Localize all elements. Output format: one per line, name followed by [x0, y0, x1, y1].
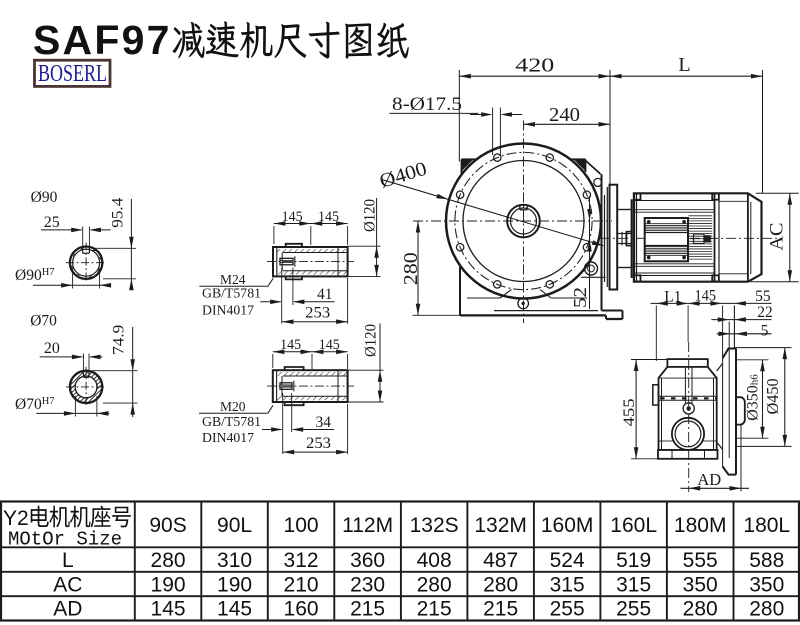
- svg-text:180L: 180L: [743, 514, 790, 537]
- svg-text:180M: 180M: [674, 514, 727, 537]
- svg-text:310: 310: [217, 549, 252, 572]
- svg-text:555: 555: [683, 549, 718, 572]
- svg-text:519: 519: [616, 549, 651, 572]
- svg-text:588: 588: [749, 549, 784, 572]
- svg-text:AD: AD: [53, 598, 82, 621]
- svg-text:52: 52: [570, 287, 590, 308]
- svg-text:90S: 90S: [149, 514, 186, 537]
- svg-text:L: L: [62, 549, 74, 572]
- svg-text:190: 190: [151, 574, 186, 597]
- svg-text:25: 25: [44, 214, 60, 231]
- svg-text:Ø120: Ø120: [363, 324, 380, 357]
- svg-text:160L: 160L: [610, 514, 657, 537]
- svg-text:420: 420: [515, 55, 554, 77]
- svg-text:90L: 90L: [217, 514, 252, 537]
- svg-text:GB/T5781: GB/T5781: [202, 414, 261, 429]
- svg-text:350: 350: [683, 574, 718, 597]
- svg-text:M24: M24: [220, 272, 246, 287]
- svg-text:Ø350h6: Ø350h6: [745, 374, 762, 421]
- svg-text:280: 280: [151, 549, 186, 572]
- svg-text:215: 215: [350, 598, 385, 621]
- svg-text:255: 255: [550, 598, 585, 621]
- svg-text:312: 312: [284, 549, 319, 572]
- svg-text:55: 55: [755, 288, 771, 305]
- svg-text:145: 145: [318, 209, 339, 225]
- svg-text:AD: AD: [697, 470, 721, 489]
- svg-text:455: 455: [621, 398, 638, 426]
- svg-text:210: 210: [284, 574, 319, 597]
- svg-text:190: 190: [217, 574, 252, 597]
- svg-text:215: 215: [417, 598, 452, 621]
- svg-text:DIN4017: DIN4017: [202, 303, 254, 318]
- svg-text:GB/T5781: GB/T5781: [202, 286, 261, 301]
- svg-text:280: 280: [683, 598, 718, 621]
- svg-text:132M: 132M: [474, 514, 527, 537]
- svg-text:Ø450: Ø450: [763, 378, 782, 414]
- svg-text:160M: 160M: [541, 514, 594, 537]
- svg-text:132S: 132S: [410, 514, 459, 537]
- svg-text:AC: AC: [766, 223, 787, 251]
- svg-text:253: 253: [305, 305, 330, 322]
- svg-text:AC: AC: [53, 574, 82, 597]
- svg-text:255: 255: [616, 598, 651, 621]
- svg-text:DIN4017: DIN4017: [202, 430, 254, 445]
- svg-text:280: 280: [400, 252, 422, 285]
- svg-text:M20: M20: [220, 399, 246, 414]
- svg-text:20: 20: [44, 340, 60, 357]
- svg-text:74.9: 74.9: [111, 325, 128, 355]
- svg-text:145: 145: [151, 598, 186, 621]
- svg-text:22: 22: [757, 304, 773, 321]
- svg-text:112M: 112M: [342, 514, 393, 537]
- svg-text:360: 360: [350, 549, 385, 572]
- svg-text:280: 280: [749, 598, 784, 621]
- svg-text:L1: L1: [664, 289, 681, 306]
- svg-text:Y2: Y2: [3, 507, 29, 530]
- svg-text:145: 145: [217, 598, 252, 621]
- svg-text:5: 5: [761, 323, 769, 340]
- svg-text:145: 145: [280, 337, 301, 353]
- svg-text:Ø90: Ø90: [31, 189, 58, 206]
- svg-text:160: 160: [284, 598, 319, 621]
- svg-text:230: 230: [350, 574, 385, 597]
- svg-text:41: 41: [317, 286, 333, 303]
- svg-text:240: 240: [549, 104, 580, 126]
- svg-text:280: 280: [417, 574, 452, 597]
- svg-text:SAF97: SAF97: [33, 17, 172, 63]
- svg-text:Ø70: Ø70: [30, 313, 57, 330]
- svg-text:524: 524: [550, 549, 585, 572]
- svg-text:350: 350: [749, 574, 784, 597]
- svg-text:145: 145: [695, 288, 717, 305]
- svg-text:Ø120: Ø120: [362, 199, 379, 232]
- svg-text:BOSERL: BOSERL: [38, 61, 107, 87]
- svg-text:215: 215: [483, 598, 518, 621]
- svg-text:315: 315: [616, 574, 651, 597]
- svg-text:145: 145: [319, 337, 340, 353]
- svg-text:100: 100: [284, 514, 319, 537]
- svg-text:34: 34: [315, 414, 331, 431]
- svg-text:95.4: 95.4: [110, 198, 127, 228]
- svg-text:487: 487: [483, 549, 518, 572]
- svg-text:408: 408: [417, 549, 452, 572]
- svg-text:315: 315: [550, 574, 585, 597]
- svg-text:L: L: [678, 54, 690, 76]
- svg-text:8-Ø17.5: 8-Ø17.5: [392, 94, 462, 115]
- svg-text:280: 280: [483, 574, 518, 597]
- svg-text:253: 253: [306, 435, 331, 452]
- svg-text:145: 145: [282, 209, 303, 225]
- svg-text:MOtOr Size: MOtOr Size: [8, 529, 122, 551]
